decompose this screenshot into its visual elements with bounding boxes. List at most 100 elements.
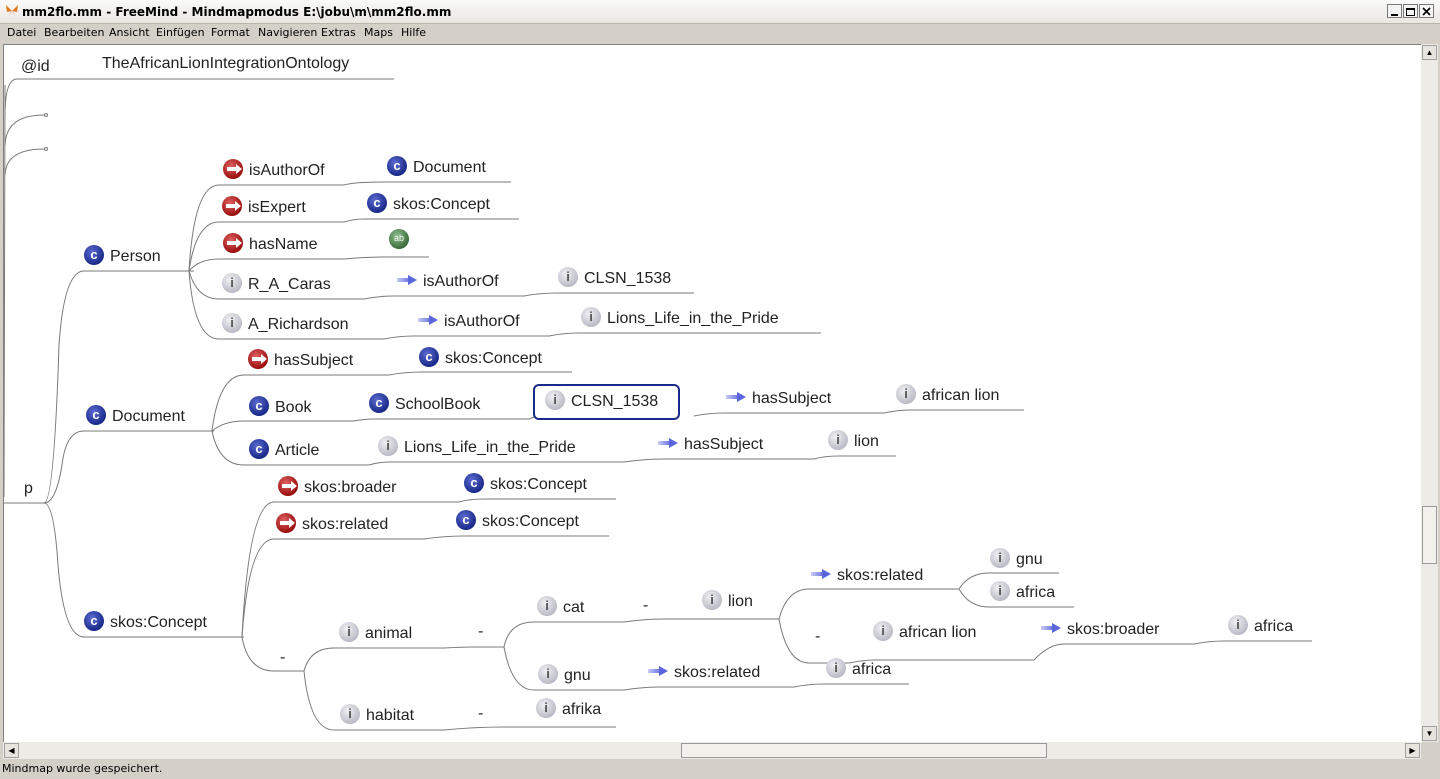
node-animal[interactable]: animal: [339, 622, 412, 644]
individual-icon: [873, 621, 893, 641]
node-skos-concept-2[interactable]: skos:Concept: [419, 347, 542, 369]
minimize-icon: [1391, 14, 1398, 16]
node-skos-concept-1[interactable]: skos:Concept: [367, 193, 490, 215]
menu-format[interactable]: Format: [211, 26, 250, 39]
class-icon: [464, 473, 484, 493]
minimize-button[interactable]: [1387, 4, 1402, 18]
menu-navigieren[interactable]: Navigieren: [258, 26, 318, 39]
relation-arrow-icon: [1041, 622, 1061, 633]
node-lions-life-a[interactable]: Lions_Life_in_the_Pride: [581, 307, 779, 329]
node-book[interactable]: Book: [249, 396, 311, 418]
relation-arrow-icon: [648, 665, 668, 676]
node-dash-1[interactable]: -: [280, 649, 286, 666]
node-dash-3[interactable]: -: [643, 597, 649, 614]
node-person[interactable]: Person: [84, 245, 161, 267]
relation-arrow-icon: [418, 314, 438, 325]
node-skos-broader-2[interactable]: skos:broader: [1041, 620, 1160, 640]
class-icon: [84, 611, 104, 631]
node-isexpert[interactable]: isExpert: [222, 196, 306, 218]
node-clsn-1538-a[interactable]: CLSN_1538: [558, 267, 671, 289]
individual-icon: [536, 698, 556, 718]
node-africa-1[interactable]: africa: [990, 581, 1055, 603]
individual-icon: [896, 384, 916, 404]
node-r-a-caras[interactable]: R_A_Caras: [222, 273, 331, 295]
node-lion-2[interactable]: lion: [702, 590, 753, 612]
node-african-lion-1[interactable]: african lion: [896, 384, 999, 406]
node-afrika[interactable]: afrika: [536, 698, 601, 720]
node-skos-concept-3[interactable]: skos:Concept: [464, 473, 587, 495]
property-icon: [223, 233, 243, 253]
node-document-target[interactable]: Document: [387, 156, 486, 178]
attribute-value-id[interactable]: TheAfricanLionIntegrationOntology: [102, 55, 350, 72]
node-dash-5[interactable]: -: [478, 705, 484, 722]
menu-extras[interactable]: Extras: [321, 26, 356, 39]
vertical-scrollbar[interactable]: ▲ ▼: [1421, 44, 1438, 742]
node-dash-4[interactable]: -: [815, 628, 821, 645]
node-skos-related-3[interactable]: skos:related: [648, 663, 760, 683]
node-africa-2[interactable]: africa: [1228, 615, 1293, 637]
attribute-key-id[interactable]: @id: [21, 58, 50, 75]
scroll-down-button[interactable]: ▼: [1422, 726, 1437, 741]
scroll-up-button[interactable]: ▲: [1422, 45, 1437, 60]
menu-ansicht[interactable]: Ansicht: [109, 26, 150, 39]
vertical-scroll-thumb[interactable]: [1422, 506, 1437, 564]
menu-bearbeiten[interactable]: Bearbeiten: [44, 26, 105, 39]
property-icon: [278, 476, 298, 496]
node-a-richardson[interactable]: A_Richardson: [222, 313, 349, 335]
node-skos-related[interactable]: skos:related: [276, 513, 388, 535]
individual-icon: [990, 548, 1010, 568]
individual-icon: [545, 390, 565, 410]
menu-hilfe[interactable]: Hilfe: [401, 26, 427, 39]
horizontal-scroll-thumb[interactable]: [681, 743, 1047, 758]
node-datatype[interactable]: [389, 229, 415, 251]
node-dash-2[interactable]: -: [478, 623, 484, 640]
mindmap-edges: [4, 78, 1312, 731]
node-document[interactable]: Document: [86, 405, 185, 427]
node-gnu-1[interactable]: gnu: [990, 548, 1043, 570]
node-lions-life-b[interactable]: Lions_Life_in_the_Pride: [378, 436, 576, 458]
node-isauthorof-3[interactable]: isAuthorOf: [418, 312, 520, 332]
property-icon: [222, 196, 242, 216]
individual-icon: [537, 596, 557, 616]
node-schoolbook[interactable]: SchoolBook: [369, 393, 480, 415]
maximize-button[interactable]: [1403, 4, 1418, 18]
node-hassubject[interactable]: hasSubject: [248, 349, 353, 371]
node-clsn-1538-selected[interactable]: CLSN_1538: [533, 384, 681, 421]
node-cat[interactable]: cat: [537, 596, 584, 618]
node-skos-concept-main[interactable]: skos:Concept: [84, 611, 207, 633]
close-icon: [1422, 7, 1431, 16]
individual-icon: [581, 307, 601, 327]
node-isauthorof[interactable]: isAuthorOf: [223, 159, 325, 181]
node-isauthorof-2[interactable]: isAuthorOf: [397, 272, 499, 292]
relation-arrow-icon: [397, 274, 417, 285]
menu-datei[interactable]: Datei: [7, 26, 37, 39]
node-lion-1[interactable]: lion: [828, 430, 879, 452]
horizontal-scrollbar[interactable]: ◀ ▶: [3, 742, 1421, 759]
scroll-left-button[interactable]: ◀: [4, 743, 19, 758]
menu-maps[interactable]: Maps: [364, 26, 393, 39]
root-node[interactable]: p: [24, 480, 33, 497]
class-icon: [419, 347, 439, 367]
node-africa-3[interactable]: africa: [826, 658, 891, 680]
status-text: Mindmap wurde gespeichert.: [2, 762, 163, 775]
node-hassubject-2[interactable]: hasSubject: [726, 389, 831, 409]
scroll-right-button[interactable]: ▶: [1405, 743, 1420, 758]
node-skos-related-2[interactable]: skos:related: [811, 566, 923, 586]
class-icon: [86, 405, 106, 425]
node-hassubject-3[interactable]: hasSubject: [658, 435, 763, 455]
freemind-butterfly-icon: [6, 5, 18, 17]
close-button[interactable]: [1419, 4, 1434, 18]
individual-icon: [828, 430, 848, 450]
mindmap-canvas[interactable]: @id TheAfricanLionIntegrationOntology p …: [3, 44, 1422, 743]
individual-icon: [340, 704, 360, 724]
property-icon: [248, 349, 268, 369]
individual-icon: [339, 622, 359, 642]
node-african-lion-2[interactable]: african lion: [873, 621, 976, 643]
node-article[interactable]: Article: [249, 439, 319, 461]
node-gnu-2[interactable]: gnu: [538, 664, 591, 686]
node-hasname[interactable]: hasName: [223, 233, 317, 255]
node-skos-concept-4[interactable]: skos:Concept: [456, 510, 579, 532]
node-habitat[interactable]: habitat: [340, 704, 414, 726]
menu-einfuegen[interactable]: Einfügen: [156, 26, 205, 39]
node-skos-broader[interactable]: skos:broader: [278, 476, 397, 498]
